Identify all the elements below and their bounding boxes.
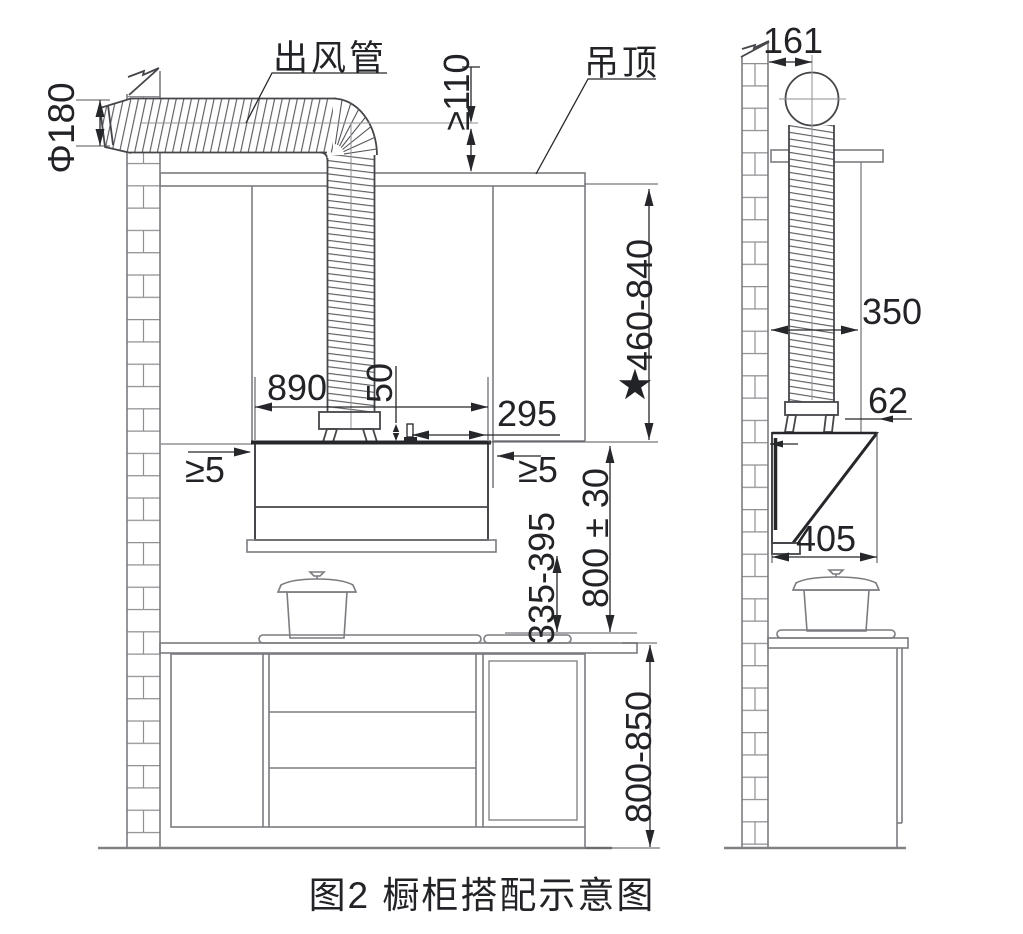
upper-cabinets	[251, 186, 586, 488]
dim-hood-front-overhang: 62	[868, 380, 908, 421]
star-icon: ★	[616, 361, 654, 408]
exhaust-duct-side	[779, 55, 846, 433]
side-view: 161 350 62 405	[724, 20, 922, 850]
figure-caption: 图2 橱柜搭配示意图	[309, 875, 656, 916]
dim-gap-left: ≥5	[185, 449, 225, 490]
countertop-front	[159, 634, 638, 654]
dim-hood-width: 890	[267, 367, 327, 408]
wall-side	[739, 25, 771, 848]
duct-centerlines	[140, 122, 478, 430]
base-cabinet-front	[170, 653, 586, 848]
label-leaders	[245, 72, 656, 175]
mounting-hook	[404, 423, 417, 442]
dim-counter-to-hood-bottom: 335-395	[521, 512, 562, 644]
dim-hook-height: 50	[359, 363, 400, 403]
front-view: 出风管 吊顶 Φ180 ≥110 890 50 295 ≥5 ≥5 460-84…	[41, 39, 660, 850]
range-hood-front	[246, 440, 497, 553]
duct-label: 出风管	[273, 39, 387, 78]
dim-gap-right: ≥5	[518, 449, 558, 490]
pot-side	[791, 569, 881, 632]
dim-hook-to-edge: 295	[497, 393, 557, 434]
dim-duct-diameter: Φ180	[41, 82, 82, 173]
dim-hood-depth: 405	[796, 518, 856, 559]
base-cabinet-side	[896, 648, 903, 847]
front-dimensions	[76, 66, 660, 849]
duct-collar	[318, 411, 381, 443]
dim-wall-to-duct-center: 161	[763, 20, 823, 61]
exhaust-duct-horizontal	[99, 97, 336, 154]
dim-upper-cabinet-depth: 350	[862, 291, 922, 332]
dim-counter-height: 800-850	[618, 691, 659, 823]
pot-front	[276, 571, 358, 639]
ceiling-label: 吊顶	[584, 44, 660, 83]
range-hood-side	[770, 431, 880, 555]
dim-counter-to-hood-top: 800 ± 30	[575, 468, 616, 608]
dim-upper-cabinet-height: 460-840	[619, 239, 660, 371]
dim-duct-to-ceiling: ≥110	[436, 53, 477, 130]
side-dimensions	[769, 57, 912, 563]
countertop-side	[767, 629, 909, 649]
wall-front	[124, 50, 163, 848]
